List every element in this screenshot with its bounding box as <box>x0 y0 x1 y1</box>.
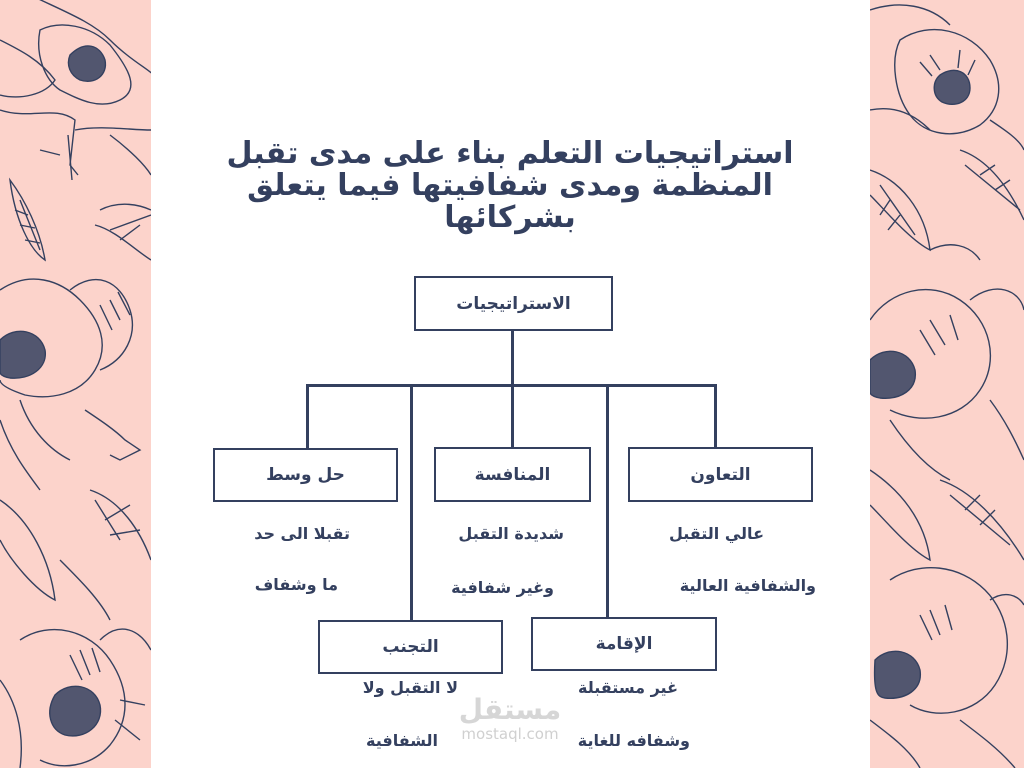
node-label: المنافسة <box>474 464 551 485</box>
title-line-1: استراتيجيات التعلم بناء على مدى تقبل <box>226 136 794 171</box>
connector-cooperation <box>714 384 717 447</box>
accommodation-desc-line-2: وشفافه للغاية <box>577 731 690 750</box>
node-compromise: حل وسط <box>213 448 398 502</box>
right-floral-panel <box>870 0 1024 768</box>
node-competition: المنافسة <box>434 447 591 502</box>
watermark-arabic: مستقل <box>458 693 562 726</box>
compromise-desc-line-2: ما وشفاف <box>254 575 338 594</box>
title-line-2: المنظمة ومدى شفافيتها فيما يتعلق بشركائه… <box>247 168 773 235</box>
accommodation-desc-line-1: غير مستقبلة <box>578 678 678 697</box>
magnolia-flower-icon <box>870 4 1024 768</box>
node-cooperation: التعاون <box>628 447 813 502</box>
page-title: استراتيجيات التعلم بناء على مدى تقبل الم… <box>180 138 840 234</box>
root-node-strategies: الاستراتيجيات <box>414 276 613 331</box>
root-node-label: الاستراتيجيات <box>456 293 571 314</box>
node-label: التعاون <box>690 464 751 485</box>
watermark-latin: mostaql.com <box>461 725 559 743</box>
connector-compromise <box>306 384 309 448</box>
avoidance-desc-line-1: لا التقبل ولا <box>362 678 458 697</box>
cooperation-desc-line-2: والشفافية العالية <box>679 576 816 595</box>
connector-accommodation <box>606 384 609 617</box>
node-accommodation: الإقامة <box>531 617 717 671</box>
mostaql-watermark: مستقل mostaql.com <box>445 693 575 744</box>
compromise-desc-line-1: تقبلا الى حد <box>254 524 350 543</box>
node-label: حل وسط <box>266 465 345 485</box>
node-label: التجنب <box>382 637 439 657</box>
connector-avoidance <box>410 384 413 620</box>
node-label: الإقامة <box>595 634 653 654</box>
left-floral-panel <box>0 0 151 768</box>
magnolia-flower-icon <box>0 0 151 768</box>
connector-competition <box>511 384 514 447</box>
competition-desc-line-1: شديدة التقبل <box>458 524 564 543</box>
connector-root-down <box>511 330 514 386</box>
cooperation-desc-line-1: عالي التقبل <box>668 524 764 543</box>
competition-desc-line-2: وغير شفافية <box>451 578 554 597</box>
avoidance-desc-line-2: الشفافية <box>365 731 438 750</box>
node-avoidance: التجنب <box>318 620 503 674</box>
